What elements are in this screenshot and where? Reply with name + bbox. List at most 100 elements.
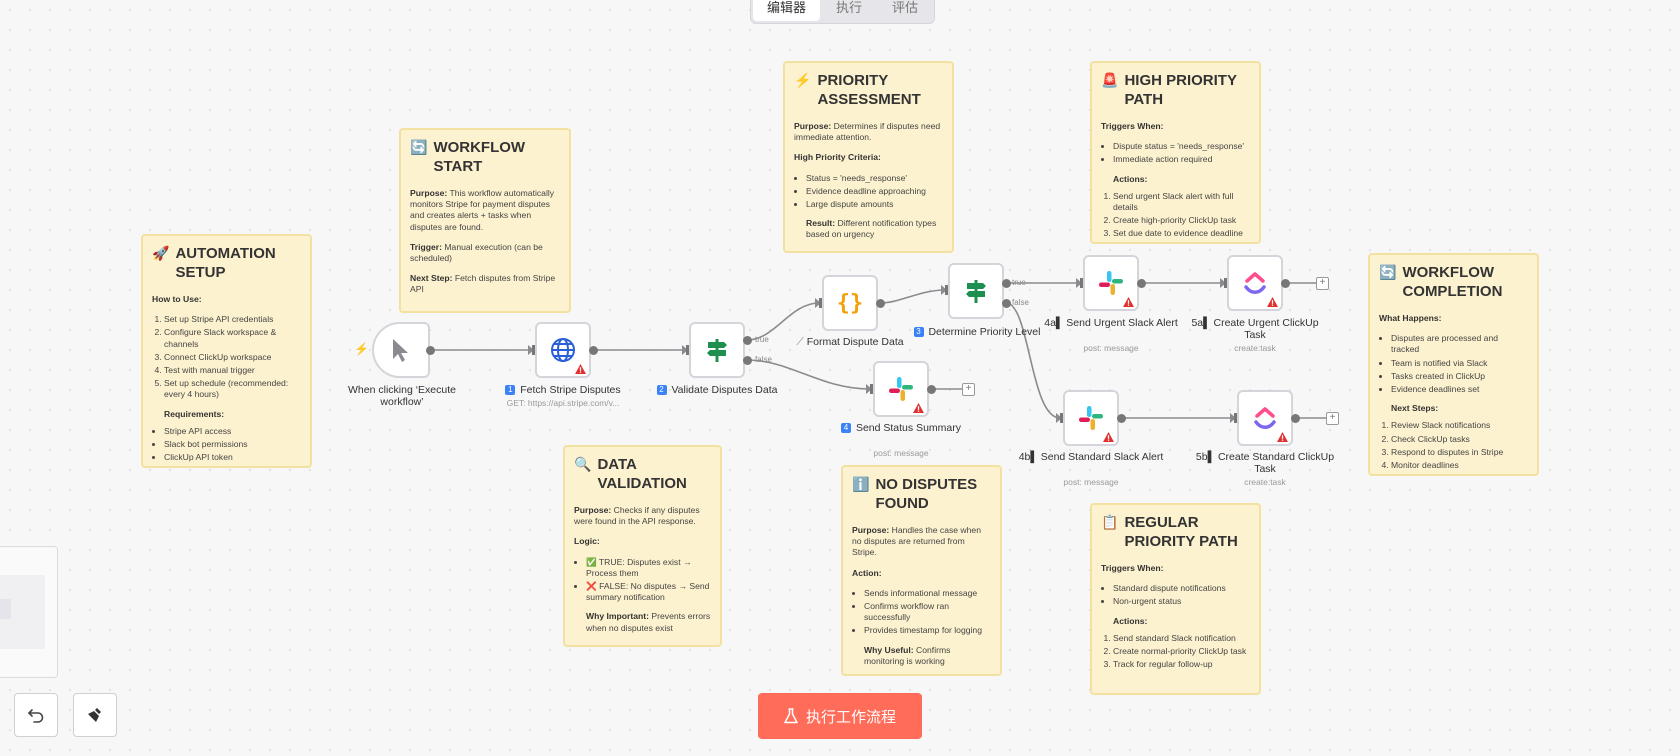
node-subtitle: post: message xyxy=(1063,477,1119,487)
output-handle[interactable] xyxy=(1291,414,1300,423)
sticky-regular-priority-path[interactable]: 📋REGULAR PRIORITY PATH Triggers When: St… xyxy=(1090,503,1261,695)
clear-execution-button[interactable] xyxy=(73,693,117,737)
sticky-title: HIGH PRIORITY PATH xyxy=(1124,72,1237,108)
warning-icon xyxy=(575,364,586,374)
node-label: 2 Validate Disputes Data xyxy=(642,384,792,396)
globe-icon xyxy=(548,335,578,365)
false-output-handle[interactable] xyxy=(1002,299,1011,308)
node-determine-priority[interactable] xyxy=(948,263,1004,319)
node-format-dispute-data[interactable]: {} xyxy=(822,275,878,331)
side-panel xyxy=(0,546,58,678)
signpost-icon xyxy=(702,335,732,365)
edge-label-false: false xyxy=(755,355,772,364)
rocket-icon: 🚀 xyxy=(152,245,170,261)
input-handle[interactable] xyxy=(532,345,536,355)
edge-format-priority xyxy=(879,289,946,304)
node-manual-trigger[interactable] xyxy=(372,322,430,378)
tab-editor[interactable]: 编辑器 xyxy=(753,0,821,21)
lightning-icon: ⚡ xyxy=(794,72,812,88)
info-icon: ℹ️ xyxy=(852,476,870,492)
input-handle[interactable] xyxy=(1224,278,1228,288)
output-handle[interactable] xyxy=(1117,414,1126,423)
trigger-lightning-icon: ⚡ xyxy=(354,342,369,356)
node-label: 4b▌ Send Standard Slack Alert xyxy=(1018,451,1164,463)
sticky-title: REGULAR PRIORITY PATH xyxy=(1124,514,1238,550)
sticky-title: WORKFLOW START xyxy=(433,139,526,175)
output-handle[interactable] xyxy=(589,346,598,355)
tab-executions[interactable]: 执行 xyxy=(836,0,863,15)
warning-icon xyxy=(1123,297,1134,307)
sticky-workflow-completion[interactable]: 🔄WORKFLOW COMPLETION What Happens: Dispu… xyxy=(1368,253,1539,476)
node-fetch-stripe-disputes[interactable] xyxy=(535,322,591,378)
node-create-urgent-task[interactable] xyxy=(1227,255,1283,311)
sticky-title: WORKFLOW COMPLETION xyxy=(1402,264,1503,300)
node-send-status-summary[interactable] xyxy=(873,361,929,417)
refresh-icon: 🔄 xyxy=(1379,264,1397,280)
sticky-automation-setup[interactable]: 🚀AUTOMATION SETUP How to Use: Set up Str… xyxy=(141,234,312,468)
tab-evaluations[interactable]: 评估 xyxy=(892,0,919,15)
edge-label-false: false xyxy=(1012,298,1029,307)
input-handle[interactable] xyxy=(1234,413,1238,423)
node-label: 3 Determine Priority Level xyxy=(902,326,1052,338)
node-label: 4 Send Status Summary xyxy=(826,422,976,434)
output-handle[interactable] xyxy=(1281,279,1290,288)
sticky-title: PRIORITY ASSESSMENT xyxy=(817,72,921,108)
node-validate-disputes[interactable] xyxy=(689,322,745,378)
code-braces-icon: {} xyxy=(836,290,864,316)
refresh-icon: 🔄 xyxy=(410,139,428,155)
add-node-button[interactable]: + xyxy=(1326,412,1339,425)
sticky-priority-assessment[interactable]: ⚡PRIORITY ASSESSMENT Purpose: Determines… xyxy=(783,61,954,253)
node-label: 1 Fetch Stripe Disputes xyxy=(488,384,638,396)
node-subtitle: create:task xyxy=(1244,477,1286,487)
node-send-standard-slack[interactable] xyxy=(1063,390,1119,446)
slack-icon xyxy=(1076,403,1106,433)
node-send-urgent-slack[interactable] xyxy=(1083,255,1139,311)
slack-icon xyxy=(886,374,916,404)
input-handle[interactable] xyxy=(1080,278,1084,288)
setup-steps: Set up Stripe API credentials Configure … xyxy=(152,314,301,400)
magnifier-icon: 🔍 xyxy=(574,456,592,472)
add-node-button[interactable]: + xyxy=(1316,277,1329,290)
add-node-button[interactable]: + xyxy=(962,383,975,396)
view-tabs: 编辑器 执行 评估 xyxy=(750,0,936,24)
sticky-high-priority-path[interactable]: 🚨HIGH PRIORITY PATH Triggers When: Dispu… xyxy=(1090,61,1261,244)
node-label: 5a▌ Create Urgent ClickUp Task xyxy=(1191,317,1319,341)
node-subtitle: create:task xyxy=(1234,343,1276,353)
siren-icon: 🚨 xyxy=(1101,72,1119,88)
edge-label-true: true xyxy=(755,335,769,344)
output-handle[interactable] xyxy=(1137,279,1146,288)
output-handle[interactable] xyxy=(927,385,936,394)
sticky-no-disputes-found[interactable]: ℹ️NO DISPUTES FOUND Purpose: Handles the… xyxy=(841,465,1002,676)
cursor-icon xyxy=(386,335,416,365)
true-output-handle[interactable] xyxy=(743,336,752,345)
output-handle[interactable] xyxy=(426,346,435,355)
node-label: 4a▌ Send Urgent Slack Alert xyxy=(1044,317,1178,329)
true-output-handle[interactable] xyxy=(1002,279,1011,288)
slack-icon xyxy=(1096,268,1126,298)
input-handle[interactable] xyxy=(870,384,874,394)
clipboard-icon: 📋 xyxy=(1101,514,1119,530)
node-subtitle: post: message xyxy=(1083,343,1139,353)
node-label: ⟋ Format Dispute Data xyxy=(796,336,904,348)
node-create-standard-task[interactable] xyxy=(1237,390,1293,446)
sticky-title: AUTOMATION SETUP xyxy=(175,245,276,281)
warning-icon xyxy=(913,403,924,413)
input-handle[interactable] xyxy=(1060,413,1064,423)
sticky-title: DATA VALIDATION xyxy=(597,456,687,492)
undo-button[interactable] xyxy=(14,693,58,737)
warning-icon xyxy=(1267,297,1278,307)
input-handle[interactable] xyxy=(945,285,949,295)
flask-icon xyxy=(784,708,798,724)
execute-workflow-button[interactable]: 执行工作流程 xyxy=(758,693,922,739)
sticky-workflow-start[interactable]: 🔄WORKFLOW START Purpose: This workflow a… xyxy=(399,128,571,313)
broom-icon xyxy=(88,708,101,722)
warning-icon xyxy=(1277,432,1288,442)
warning-icon xyxy=(1103,432,1114,442)
sticky-data-validation[interactable]: 🔍DATA VALIDATION Purpose: Checks if any … xyxy=(563,445,722,647)
input-handle[interactable] xyxy=(819,298,823,308)
input-handle[interactable] xyxy=(686,345,690,355)
false-output-handle[interactable] xyxy=(743,356,752,365)
sticky-title: NO DISPUTES FOUND xyxy=(875,476,978,512)
output-handle[interactable] xyxy=(876,299,885,308)
signpost-icon xyxy=(961,276,991,306)
